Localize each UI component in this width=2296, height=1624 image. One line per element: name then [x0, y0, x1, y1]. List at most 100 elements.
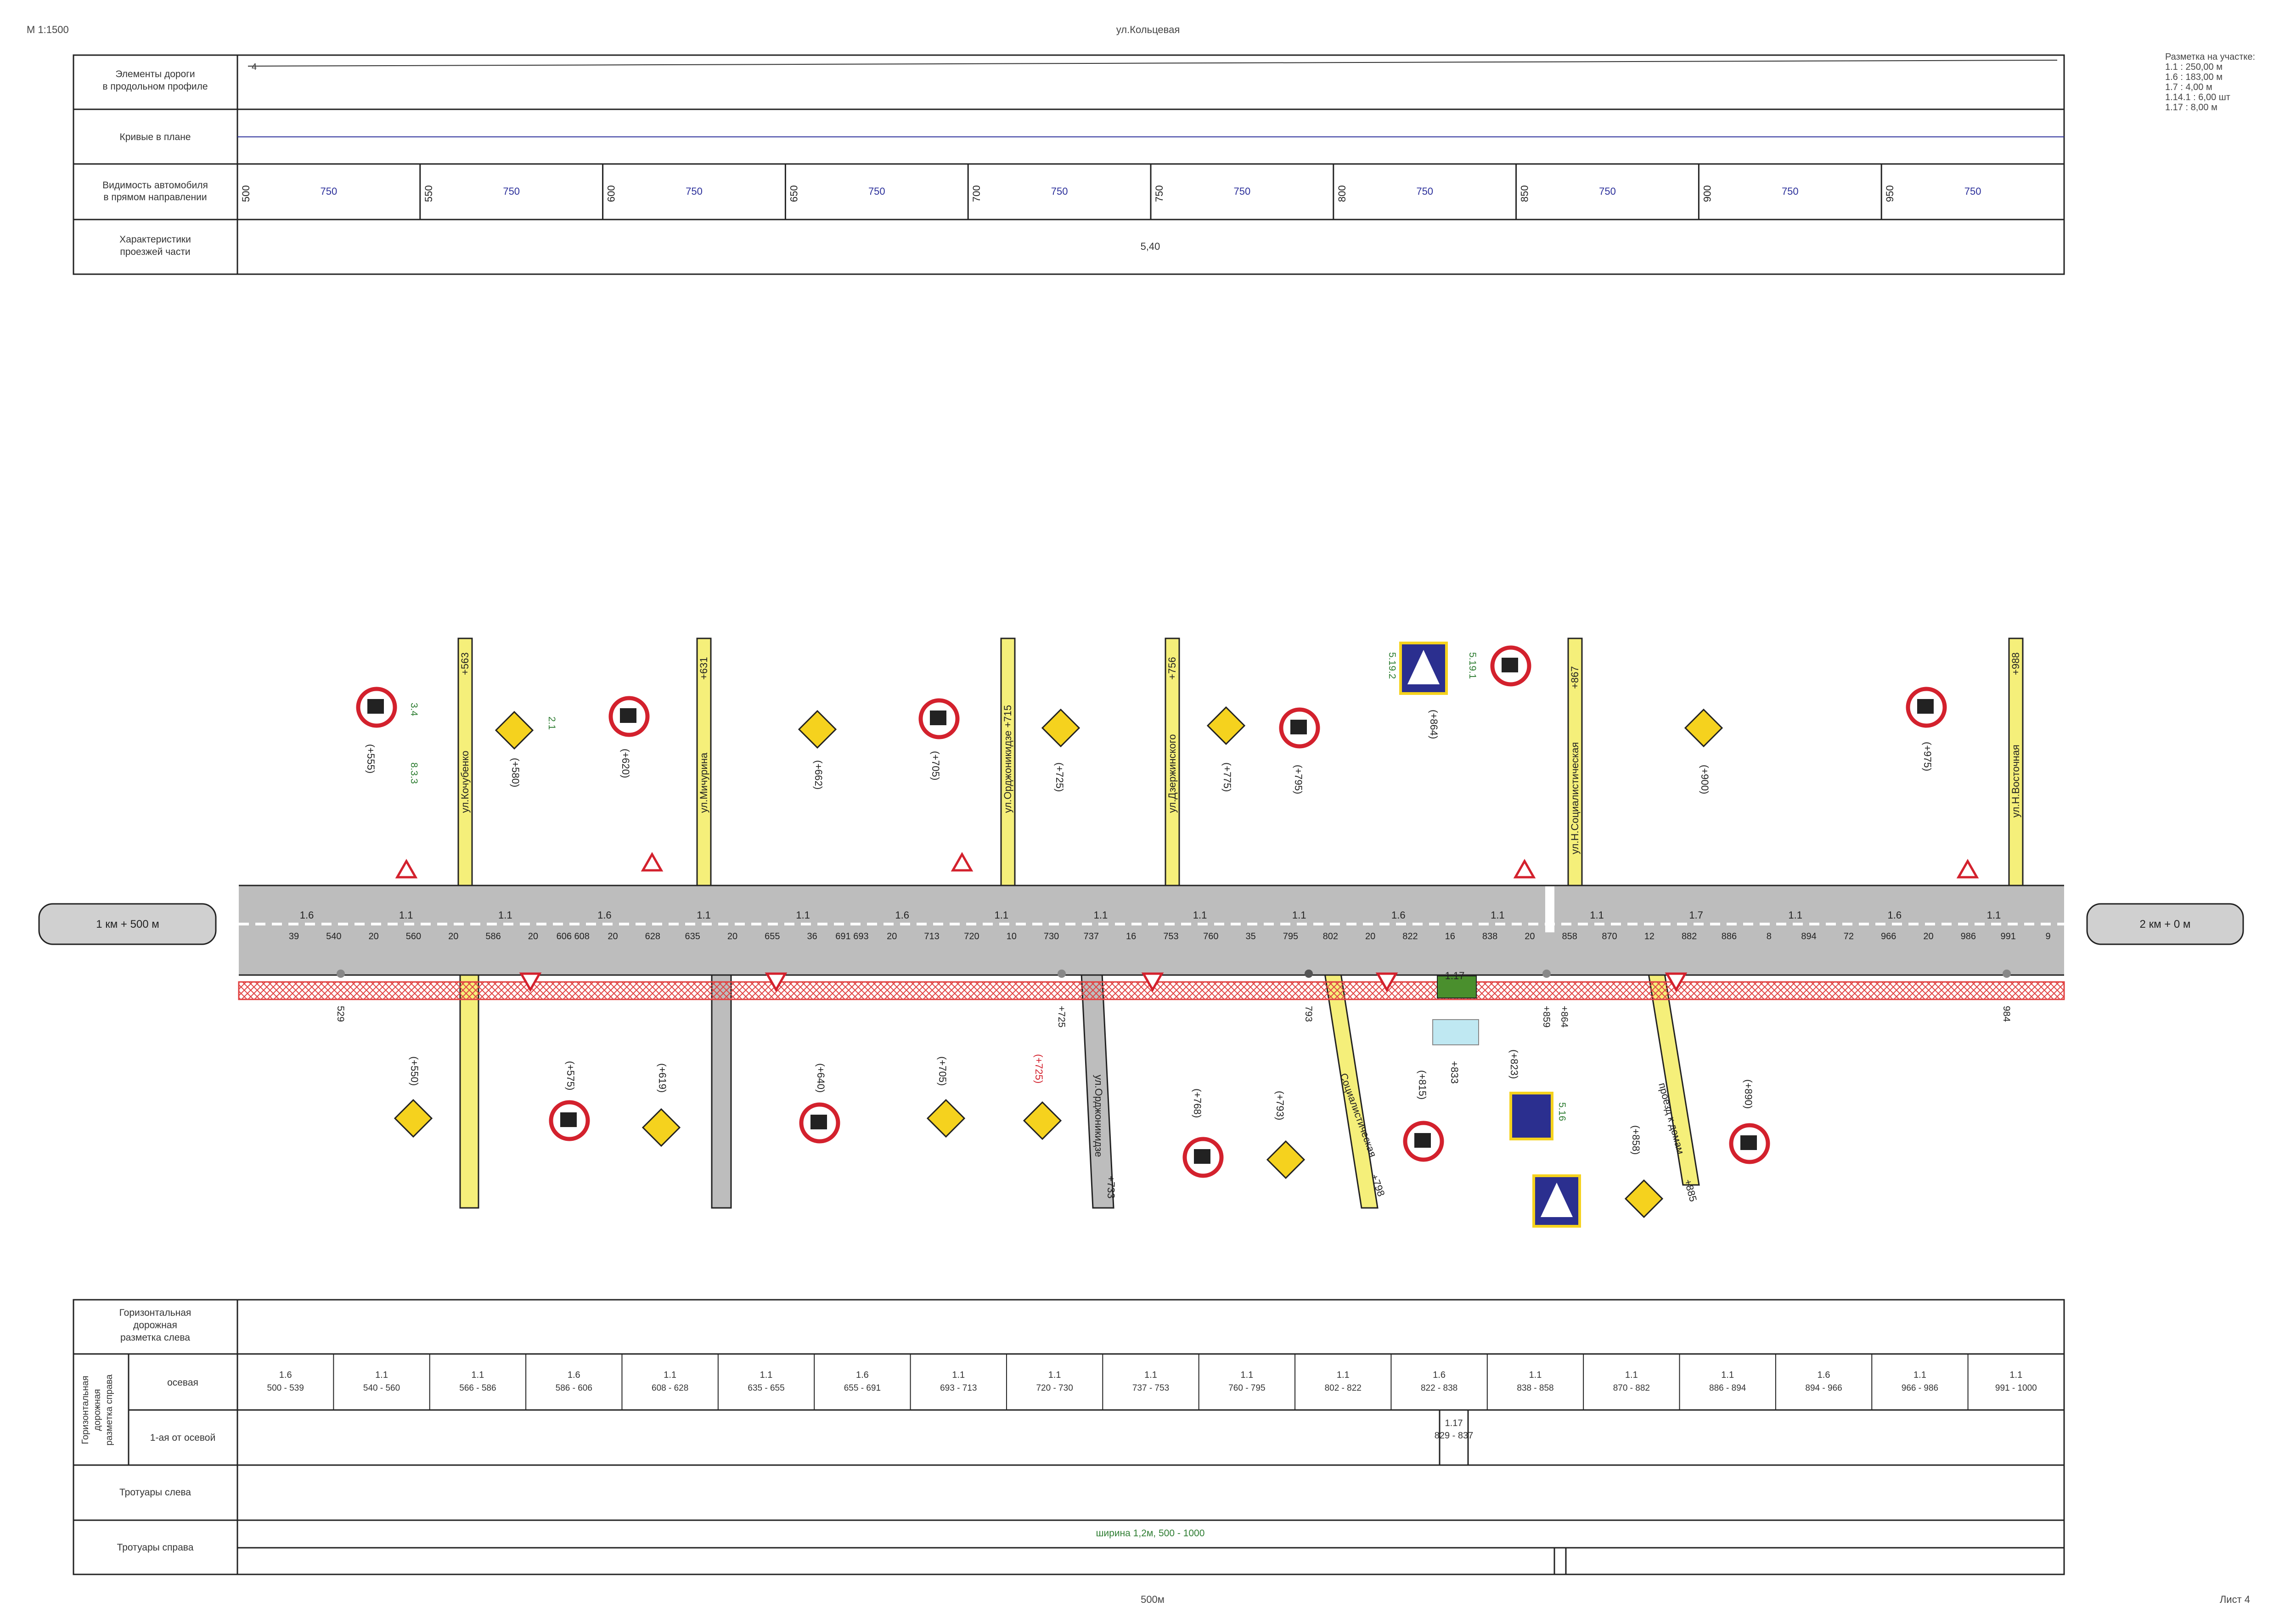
axial-cell-range: 500 - 539 [267, 1383, 304, 1393]
axis-segment-label: 870 [1602, 931, 1617, 942]
sign-code-5-19-2: 5.19.2 [1387, 652, 1397, 679]
first-axial-range: 829 - 837 [1435, 1431, 1474, 1441]
axial-label: осевая [167, 1377, 198, 1388]
bottom-offset-823: (+823) [1508, 1049, 1520, 1079]
first-from-axial-label: 1-ая от осевой [150, 1432, 215, 1443]
axis-marking-code: 1.1 [1193, 909, 1207, 921]
street-label-kochubenko: ул.Кочубенко [459, 750, 471, 813]
sign-code-5-16: 5.16 [1557, 1102, 1567, 1121]
axis-segment-label: 560 [406, 931, 421, 942]
roadway-width: 5,40 [1141, 241, 1160, 252]
axis-segment-label: 691 693 [835, 931, 868, 942]
axial-cell-range: 608 - 628 [652, 1383, 688, 1393]
axis-marking-code: 1.6 [597, 909, 612, 921]
end-chainage: 2 км + 0 м [2086, 903, 2244, 945]
axis-segment-label: 713 [924, 931, 939, 942]
axial-cell-code: 1.1 [1529, 1370, 1542, 1380]
axial-cell-range: 802 - 822 [1325, 1383, 1362, 1393]
bottom-offset-858: (+858) [1630, 1125, 1642, 1155]
picket-984: 984 [2001, 1006, 2012, 1022]
axial-cell-range: 635 - 655 [748, 1383, 784, 1393]
axial-cell-range: 966 - 986 [1902, 1383, 1938, 1393]
picket-793: 793 [1303, 1006, 1314, 1022]
svg-text:1.7 : 4,00 м: 1.7 : 4,00 м [2165, 82, 2212, 92]
axis-marking-code: 1.1 [1590, 909, 1604, 921]
axis-segment-label: 20 [1923, 931, 1933, 942]
axis-marking-code: 1.1 [796, 909, 810, 921]
visibility-value: 750 [868, 186, 885, 197]
top-offset-975: (+975) [1922, 742, 1933, 771]
length-label: 500м [1141, 1594, 1165, 1605]
axial-cell-range: 540 - 560 [363, 1383, 400, 1393]
axial-cell-range: 720 - 730 [1036, 1383, 1073, 1393]
left-marking-label-2: дорожная [133, 1320, 177, 1331]
axis-segment-label: 72 [1844, 931, 1854, 942]
axis-segment-label: 16 [1126, 931, 1136, 942]
axial-cell-code: 1.1 [375, 1370, 388, 1380]
sign-code-2-1: 2.1 [546, 716, 557, 730]
row-label-profile-2: в продольном профиле [102, 81, 208, 92]
axial-cell-code: 1.6 [1433, 1370, 1446, 1380]
axis-segment-label: 20 [608, 931, 618, 942]
bottom-offset-619: (+619) [657, 1063, 668, 1093]
right-marking-label-2: дорожная [92, 1389, 102, 1431]
street-picket-dzerzhinskogo: +756 [1166, 657, 1178, 680]
svg-text:1.14.1 : 6,00 шт: 1.14.1 : 6,00 шт [2165, 92, 2230, 102]
axial-cell-range: 737 - 753 [1132, 1383, 1169, 1393]
visibility-value: 750 [1416, 186, 1433, 197]
axis-segment-label: 655 [765, 931, 780, 942]
street-title: ул.Кольцевая [1116, 24, 1180, 35]
top-offset-795: (+795) [1293, 765, 1304, 794]
picket-725: +725 [1056, 1006, 1067, 1027]
axis-segment-label: 822 [1402, 931, 1418, 942]
visibility-picket: 850 [1519, 185, 1531, 202]
axis-marking-code: 1.1 [1987, 909, 2001, 921]
street-picket-n-socialist: +867 [1569, 666, 1581, 689]
axis-segment-label: 753 [1163, 931, 1178, 942]
bottom-offset-640: (+640) [815, 1063, 827, 1093]
axial-cell-code: 1.1 [952, 1370, 965, 1380]
visibility-value: 750 [1782, 186, 1799, 197]
axis-segment-label: 991 [2000, 931, 2015, 942]
axis-segment-label: 882 [1682, 931, 1697, 942]
signs-top [356, 642, 1979, 879]
axial-cell-range: 586 - 606 [556, 1383, 592, 1393]
crosswalk-label: 1.17 [1445, 970, 1465, 981]
row-label-roadway-1: Характеристики [119, 234, 191, 245]
axial-cell-range: 655 - 691 [844, 1383, 881, 1393]
axial-cell-range: 894 - 966 [1805, 1383, 1842, 1393]
axis-segment-label: 20 [727, 931, 737, 942]
visibility-picket: 900 [1701, 185, 1713, 202]
row-label-visibility-2: в прямом направлении [103, 192, 207, 203]
row-label-roadway-2: проезжей части [120, 247, 190, 257]
axial-cell-code: 1.6 [279, 1370, 292, 1380]
street-label-ordzhonikidze-top: ул.Орджоникидзе +715 [1002, 705, 1013, 813]
left-marking-label-1: Горизонтальная [119, 1308, 191, 1318]
visibility-value: 750 [321, 186, 338, 197]
axis-segment-label: 730 [1044, 931, 1059, 942]
axial-cell-code: 1.1 [1721, 1370, 1734, 1380]
axis-segment-label: 20 [1525, 931, 1535, 942]
visibility-picket: 950 [1884, 185, 1896, 202]
bottom-offset-768: (+768) [1192, 1088, 1203, 1118]
axial-cell-code: 1.1 [1337, 1370, 1350, 1380]
axis-segment-label: 720 [964, 931, 979, 942]
profile-line [248, 60, 2058, 67]
picket-864: +864 [1559, 1006, 1570, 1028]
street-label-n-socialist: ул.Н.Социалистическая [1569, 742, 1581, 854]
right-marking-label-3: разметка справа [104, 1374, 114, 1446]
visibility-picket: 800 [1336, 185, 1348, 202]
top-offset-864: (+864) [1428, 710, 1440, 739]
svg-text:1 км + 500 м: 1 км + 500 м [96, 918, 159, 930]
first-axial-code: 1.17 [1445, 1418, 1463, 1428]
axis-marking-code: 1.1 [399, 909, 413, 921]
axial-cell-range: 822 - 838 [1421, 1383, 1458, 1393]
visibility-picket: 650 [788, 185, 799, 202]
axis-segment-label: 8 [1767, 931, 1772, 942]
axis-segment-label: 802 [1323, 931, 1338, 942]
marking-summary: Разметка на участке: 1.1 : 250,00 м 1.6 … [2165, 52, 2255, 113]
crosswalk-picket: +833 [1449, 1061, 1460, 1084]
axis-segment-label: 10 [1007, 931, 1017, 942]
